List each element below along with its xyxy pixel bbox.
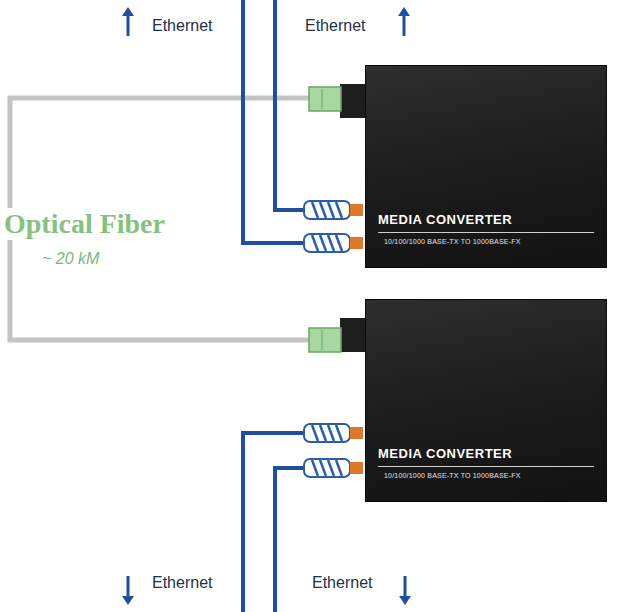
arrow-head [122, 7, 134, 16]
plug-ridge [312, 460, 342, 476]
arrow-head [398, 7, 410, 16]
direction-arrow [127, 576, 130, 598]
sc-connector-seam [322, 330, 323, 350]
interface-label: Ethernet [305, 17, 365, 35]
connector-label: Optical Fiber [2, 208, 167, 240]
arrow-head [399, 596, 411, 605]
plug-boot [304, 234, 350, 252]
device-name: MEDIA CONVERTER [378, 212, 594, 233]
sc-connector [309, 87, 341, 111]
distance-label: ~ 20 kM [42, 250, 99, 268]
direction-arrow [127, 14, 130, 36]
fiber-port [340, 84, 366, 118]
ethernet-cable [243, 0, 306, 612]
interface-label: Ethernet [312, 574, 372, 592]
ethernet-cable [275, 0, 306, 210]
fiber-port [340, 318, 366, 352]
ethernet-cable [243, 0, 306, 243]
plug-tip [350, 204, 363, 216]
device-spec: 10/100/1000 BASE-TX TO 1000BASE-FX [378, 238, 594, 245]
plug-tip [350, 427, 363, 439]
plug-boot [304, 459, 350, 477]
device-spec: 10/100/1000 BASE-TX TO 1000BASE-FX [378, 472, 594, 479]
device-name: MEDIA CONVERTER [378, 446, 594, 467]
rj45-plug [304, 201, 363, 219]
ethernet-cable [243, 433, 306, 612]
rj45-plug [304, 459, 363, 477]
ethernet-cable [275, 468, 306, 612]
interface-label: Ethernet [152, 17, 212, 35]
rj45-plug [304, 234, 363, 252]
direction-arrow [403, 14, 406, 36]
media-converter-box: MEDIA CONVERTER 10/100/1000 BASE-TX TO 10… [365, 299, 607, 502]
plug-boot [304, 201, 350, 219]
fiber-connector [309, 84, 366, 352]
interface-label: Ethernet [152, 574, 212, 592]
plug-ridge [312, 202, 342, 218]
plug-ridge [312, 425, 342, 441]
sc-connector [309, 328, 341, 352]
plug-ridge [312, 235, 342, 251]
plug-tip [350, 237, 363, 249]
arrow-head [122, 596, 134, 605]
direction-arrow [404, 576, 407, 598]
rj45-plug [304, 424, 363, 442]
plug-tip [350, 462, 363, 474]
plug-boot [304, 424, 350, 442]
sc-connector-seam [322, 89, 323, 109]
media-converter-box: MEDIA CONVERTER 10/100/1000 BASE-TX TO 10… [365, 65, 607, 268]
